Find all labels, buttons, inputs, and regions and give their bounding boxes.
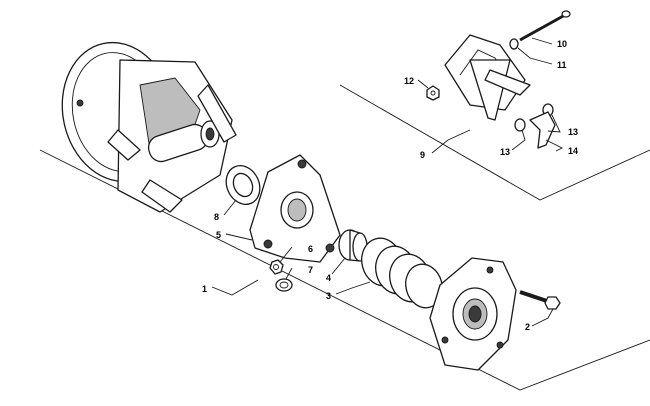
- callout-8: 8: [214, 212, 219, 222]
- clutch-sheave-assembly: [61, 41, 237, 213]
- leader-lines: [211, 37, 564, 327]
- callout-3: 3: [326, 291, 331, 301]
- callout-6: 6: [308, 244, 313, 254]
- callout-1: 1: [202, 284, 207, 294]
- callout-10: 10: [557, 39, 567, 49]
- callout-13a: 13: [568, 127, 578, 137]
- nut-part-6: [269, 259, 284, 275]
- arm-subassembly-part-9: [444, 34, 531, 121]
- pin-part-10: [519, 10, 571, 42]
- cover-plate: [429, 257, 517, 371]
- callout-14: 14: [568, 146, 578, 156]
- group-frame-sub: [339, 84, 650, 201]
- washer-part-11: [509, 38, 519, 50]
- arm-part-14: [529, 111, 556, 149]
- bolt-part-2: [519, 290, 561, 310]
- washer-part-8: [225, 165, 261, 205]
- callout-9: 9: [420, 150, 425, 160]
- callouts: 1 2 3 4 5 6 7 8 9 10 11 12 13 13 14: [202, 39, 578, 332]
- callout-5: 5: [216, 230, 221, 240]
- nut-part-12: [426, 85, 440, 101]
- group-frame-main: [39, 149, 650, 391]
- callout-2: 2: [525, 322, 530, 332]
- washer-part-7: [275, 278, 293, 292]
- spring-part-3: [361, 237, 443, 309]
- callout-13b: 13: [500, 147, 510, 157]
- callout-12: 12: [404, 76, 414, 86]
- callout-4: 4: [326, 273, 331, 283]
- callout-7: 7: [308, 265, 313, 275]
- callout-11: 11: [557, 60, 567, 70]
- spider-part-5: [249, 154, 341, 263]
